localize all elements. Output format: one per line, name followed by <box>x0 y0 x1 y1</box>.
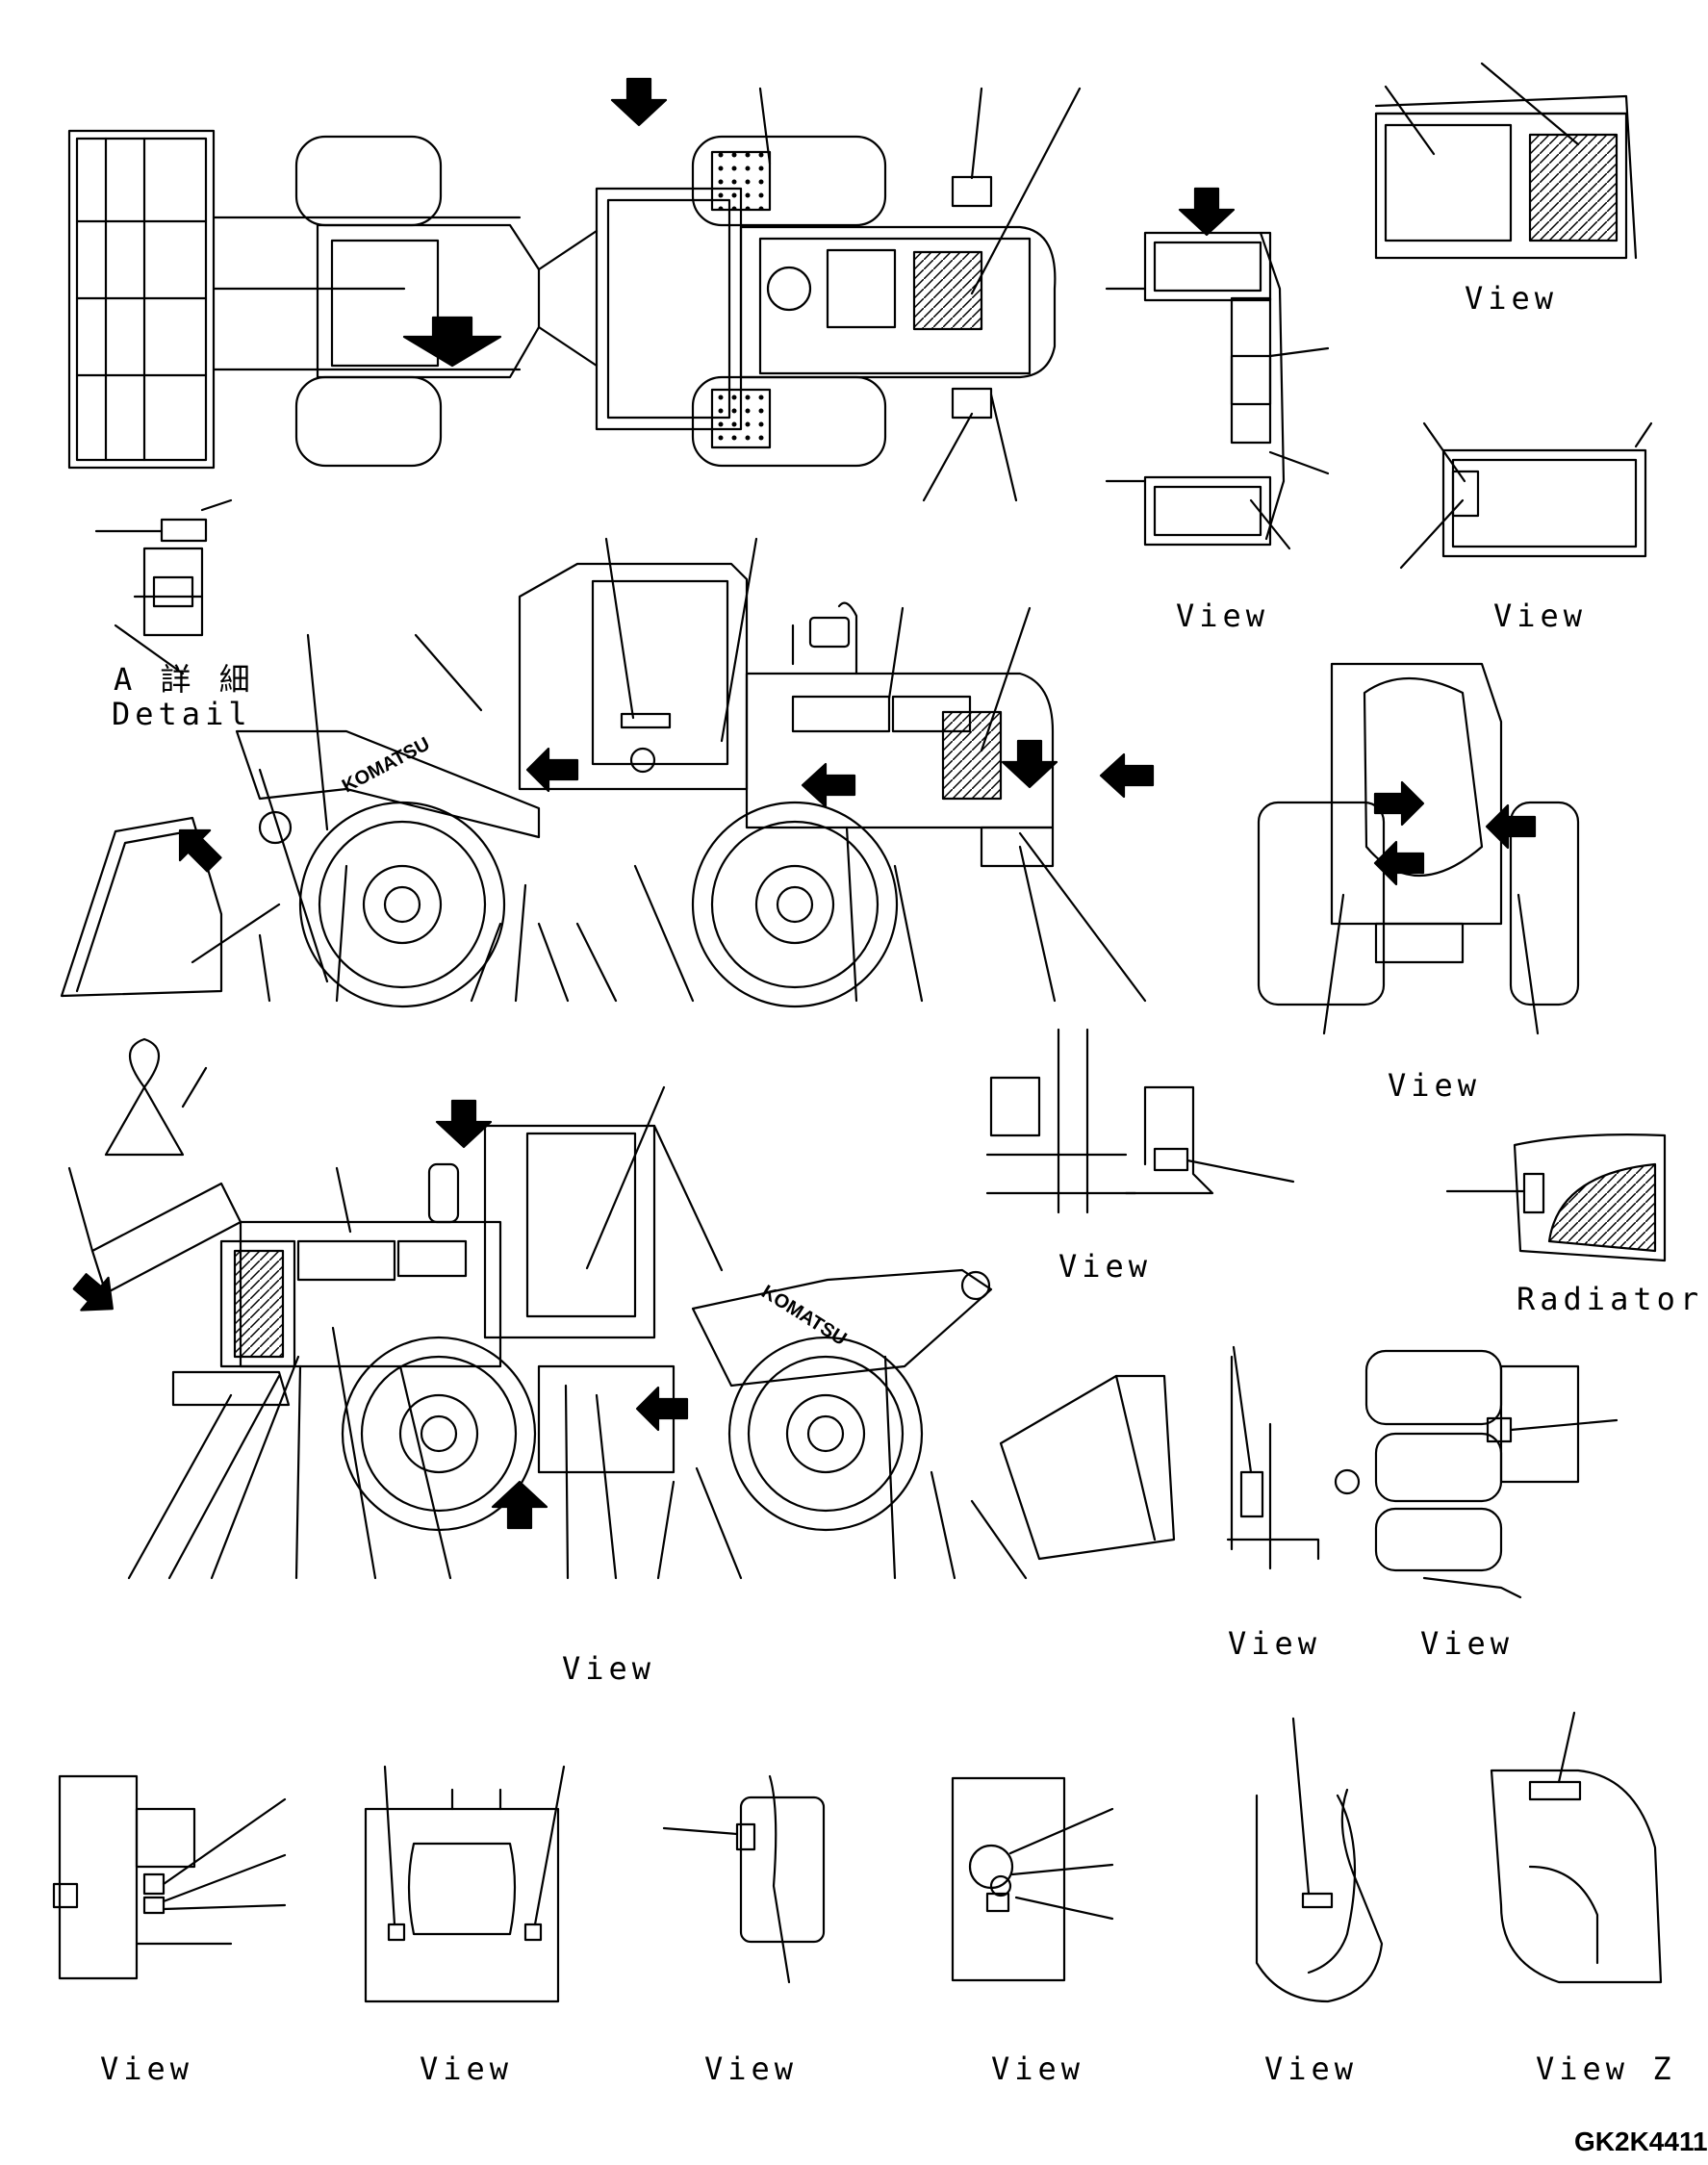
machine-top-view <box>67 77 1082 502</box>
view-label-bottom-2: View <box>420 2050 514 2087</box>
view-bracket <box>985 1028 1295 1214</box>
view-label-left-side: View <box>562 1650 656 1687</box>
detail-a <box>94 498 233 675</box>
view-label-bottom-3: View <box>704 2050 799 2087</box>
view-label-rear-end: View <box>1388 1067 1482 1104</box>
view-label-rear-bumper: View <box>1176 598 1270 634</box>
view-label-bottom-4: View <box>991 2050 1085 2087</box>
view-label-bottom-5: View <box>1264 2050 1359 2087</box>
view-label-bottom-z: View Z <box>1536 2050 1676 2087</box>
view-label-engine: View <box>1420 1625 1515 1662</box>
bottom-view-z <box>1490 1711 1663 1984</box>
view-radiator <box>1445 1133 1667 1262</box>
view-cab-rear-top <box>1374 62 1638 260</box>
view-label-top-right: View <box>1465 280 1559 317</box>
drawing-code: GK2K4411 <box>1574 2127 1708 2156</box>
detail-a-jp-label: A 詳 細 <box>114 661 255 698</box>
view-pillar <box>1226 1345 1320 1570</box>
view-label-bracket: View <box>1058 1248 1153 1285</box>
view-label-pillar: View <box>1228 1625 1322 1662</box>
view-battery-box <box>1399 421 1653 570</box>
view-rear-bumper <box>1105 187 1330 550</box>
view-label-radiator: Radiator <box>1517 1281 1704 1317</box>
bottom-view-5 <box>1255 1717 1384 2003</box>
bottom-view-4 <box>951 1776 1114 1982</box>
machine-left-side <box>67 1037 1176 1580</box>
detail-a-en-label: Detail <box>112 696 252 732</box>
bottom-view-1 <box>52 1774 287 1980</box>
bottom-view-2 <box>364 1765 566 2003</box>
view-engine <box>1334 1349 1619 1599</box>
machine-right-side <box>60 537 1155 1008</box>
view-label-battery-box: View <box>1493 598 1588 634</box>
view-machine-rear <box>1257 662 1580 1035</box>
bottom-view-3 <box>662 1774 826 1984</box>
boom-brand-lettering-right: KOMATSU <box>339 733 433 797</box>
view-label-bottom-1: View <box>100 2050 194 2087</box>
